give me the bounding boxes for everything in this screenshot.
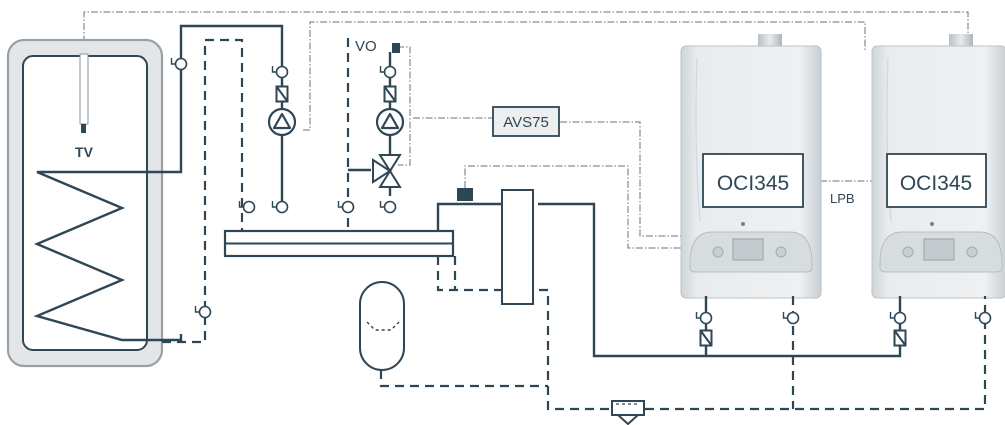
boiler-1: OCI345 bbox=[680, 34, 822, 299]
sensor-boiler-1-return-icon bbox=[782, 311, 800, 325]
boiler-1-display bbox=[732, 238, 764, 261]
sensor-boiler-2-flow-icon bbox=[889, 311, 907, 325]
return-pipes bbox=[162, 38, 987, 411]
check-valve-boiler-1-icon bbox=[699, 329, 713, 347]
sensor-circuit-2-top-icon bbox=[379, 65, 397, 79]
avs75-label: AVS75 bbox=[503, 114, 549, 131]
boiler-1-controller-box bbox=[702, 153, 804, 208]
sensor-return-2-icon bbox=[337, 200, 355, 214]
boiler-2: OCI345 bbox=[871, 34, 1005, 299]
avs75-module: AVS75 bbox=[492, 106, 560, 137]
valve-actuator-icon bbox=[392, 43, 400, 53]
sensor-tank-flow-icon bbox=[170, 57, 188, 71]
valve-output-label: VO bbox=[355, 38, 377, 55]
pump-heating-icon bbox=[375, 107, 405, 137]
pump-dhw-icon bbox=[267, 107, 297, 137]
boiler-2-controller-box bbox=[886, 153, 987, 208]
distribution-header bbox=[223, 229, 455, 258]
storage-tank: TV bbox=[6, 35, 183, 368]
sensor-boiler-1-flow-icon bbox=[695, 311, 713, 325]
tank-sensor-well bbox=[79, 53, 89, 125]
tank-sensor-tip bbox=[81, 124, 86, 133]
tank-sensor-label: TV bbox=[75, 144, 94, 160]
mixing-valve-icon bbox=[372, 154, 402, 188]
sensor-boiler-2-return-icon bbox=[974, 311, 992, 325]
hydraulic-separator bbox=[501, 189, 534, 305]
boiler-2-display bbox=[923, 238, 955, 261]
flow-sensor-icon bbox=[457, 188, 473, 201]
sensor-circuit-1-top-icon bbox=[271, 65, 289, 79]
tank-heating-coil bbox=[33, 35, 183, 342]
check-valve-boiler-2-icon bbox=[893, 329, 907, 347]
bus-label: LPB bbox=[830, 191, 855, 206]
sensor-tank-return-icon bbox=[194, 305, 212, 319]
boiler-2-label: OCI345 bbox=[900, 172, 972, 195]
boiler-1-label: OCI345 bbox=[717, 172, 789, 195]
sensor-flow-1-icon bbox=[271, 200, 289, 214]
expansion-vessel bbox=[359, 281, 405, 371]
sensor-flow-2-icon bbox=[379, 200, 397, 214]
return-filter-icon bbox=[611, 400, 645, 425]
check-valve-1-icon bbox=[275, 85, 289, 103]
check-valve-2-icon bbox=[383, 85, 397, 103]
